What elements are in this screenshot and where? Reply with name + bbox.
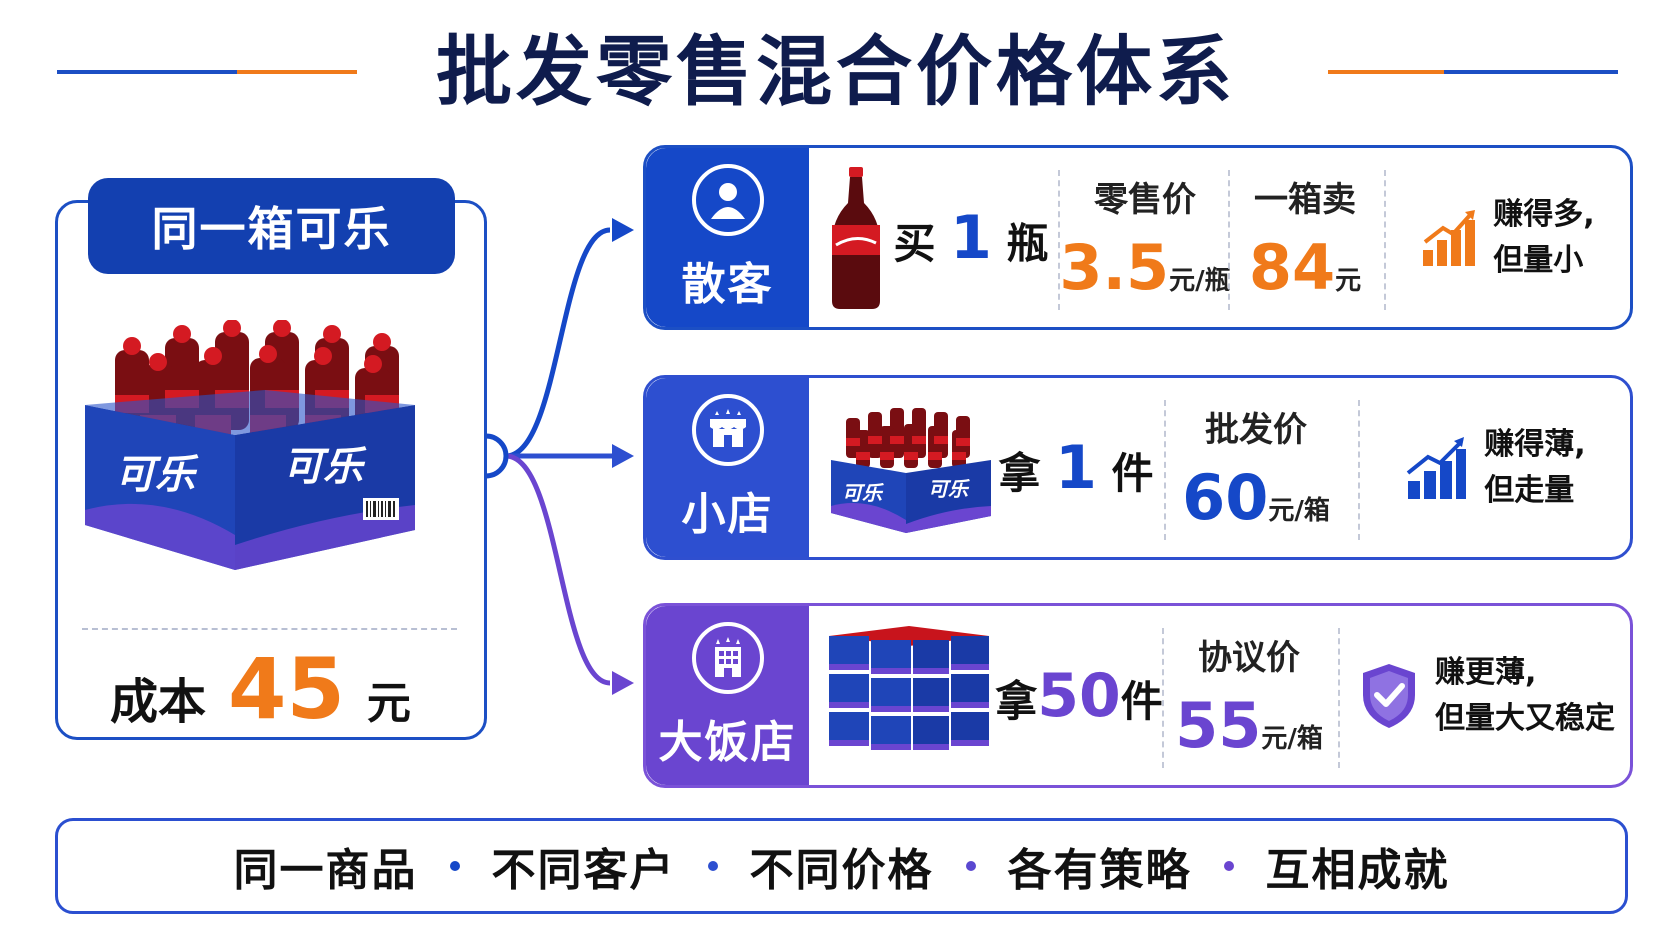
trend-up-icon <box>1423 209 1476 266</box>
connector-to-retail <box>505 227 611 459</box>
stacked-cases-icon <box>814 606 1004 785</box>
buy-quantity: 拿 1 件 <box>998 432 1154 503</box>
store-icon <box>691 393 764 466</box>
divider <box>1162 628 1164 768</box>
note-hotel: 赚更薄,但量大又稳定 <box>1342 606 1632 785</box>
title-right-rule <box>1328 70 1618 74</box>
case-brand-text: 可乐 <box>928 477 970 501</box>
title-left-rule <box>57 70 357 74</box>
banner-item: 互相成就 <box>1265 845 1450 896</box>
banner-dot <box>965 861 976 871</box>
case-sale-price: 一箱卖 84元 <box>1248 179 1362 304</box>
connector-to-hotel <box>505 453 611 686</box>
cola-case-icon: 可乐 可乐 <box>85 320 415 570</box>
row-big-restaurant: 大饭店 <box>643 603 1633 788</box>
row-label-text: 大饭店 <box>658 716 797 768</box>
buy-quantity: 买 1 瓶 <box>893 202 1049 273</box>
row-label-hotel: 大饭店 <box>646 606 809 785</box>
divider <box>1338 628 1340 768</box>
row-label-store: 小店 <box>646 378 809 557</box>
arrow-to-hotel <box>612 671 634 695</box>
wholesale-price: 批发价 60元/箱 <box>1182 409 1330 534</box>
note-retail: 赚得多,但量小 <box>1388 148 1628 327</box>
divider <box>1164 400 1166 540</box>
cost-label: 成本 <box>110 674 207 730</box>
barcode-icon <box>363 498 399 520</box>
retail-price: 零售价 3.5元/瓶 <box>1059 179 1231 304</box>
banner-dot <box>707 861 718 871</box>
arrow-to-retail <box>612 218 634 242</box>
banner-dot <box>449 861 460 871</box>
page-title: 批发零售混合价格体系 <box>436 27 1236 116</box>
hotel-icon <box>691 621 764 694</box>
bottle-icon <box>821 148 891 327</box>
cost-row: 成本 45 元 <box>110 640 450 738</box>
summary-banner: 同一商品 不同客户 不同价格 各有策略 互相成就 <box>55 818 1628 914</box>
case-icon: 可乐 可乐 <box>821 378 1001 557</box>
case-brand-text: 可乐 <box>842 481 884 505</box>
person-icon <box>691 163 764 236</box>
trend-up-icon <box>1407 436 1467 499</box>
shield-check-icon <box>1363 663 1415 728</box>
banner-item: 不同价格 <box>749 845 934 896</box>
source-divider <box>82 628 457 630</box>
note-store: 赚得薄,但走量 <box>1362 378 1628 557</box>
row-small-store: 小店 可乐 可乐 拿 1 件 <box>643 375 1633 560</box>
contract-price: 协议价 55元/箱 <box>1175 637 1323 762</box>
row-retail-customer: 散客 买 1 瓶 零售价 3.5元/瓶 一箱卖 84元 赚得多,但量小 <box>643 145 1633 330</box>
source-tag: 同一箱可乐 <box>88 178 455 274</box>
divider <box>1228 170 1230 310</box>
case-brand-left: 可乐 <box>115 452 199 498</box>
cost-value: 45 <box>228 640 345 738</box>
arrow-to-store <box>612 444 634 468</box>
row-label-text: 散客 <box>681 258 774 310</box>
row-label-retail: 散客 <box>646 148 809 327</box>
divider <box>1358 400 1360 540</box>
row-label-text: 小店 <box>681 488 774 540</box>
cost-unit: 元 <box>366 678 411 729</box>
buy-quantity: 拿50件 <box>995 660 1163 731</box>
case-brand-right: 可乐 <box>283 444 367 490</box>
banner-dot <box>1223 861 1234 871</box>
divider <box>1384 170 1386 310</box>
divider <box>1058 170 1060 310</box>
banner-item: 不同客户 <box>491 845 676 896</box>
banner-item: 同一商品 <box>233 845 418 896</box>
banner-item: 各有策略 <box>1007 845 1192 896</box>
